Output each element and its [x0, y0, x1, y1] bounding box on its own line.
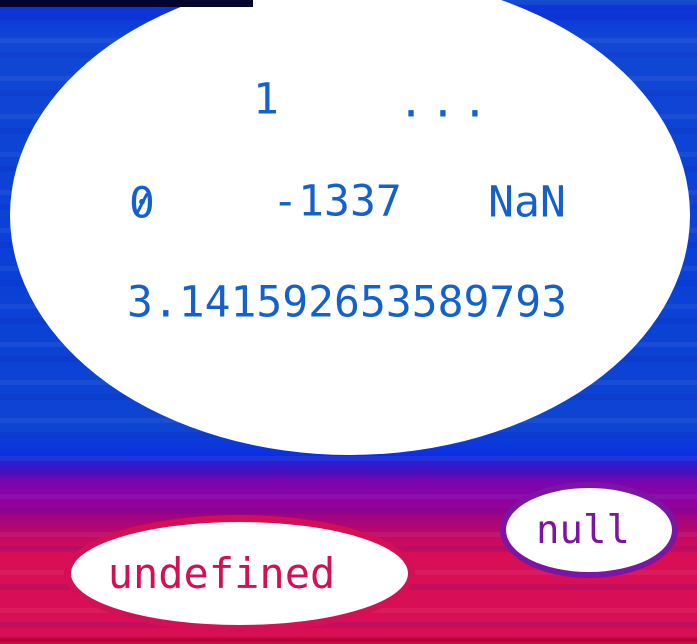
number-value-negative: -1337	[272, 176, 402, 227]
number-value-nan: NaN	[488, 177, 566, 228]
top-dark-strip	[0, 0, 253, 7]
number-value-ellipsis: ...	[398, 77, 494, 128]
null-label: null	[536, 507, 630, 553]
number-value-one: 1	[253, 74, 279, 125]
numbers-oval: 1 ... 0 -1337 NaN 3.141592653589793	[10, 0, 690, 455]
undefined-oval: undefined	[64, 515, 415, 632]
undefined-label: undefined	[107, 548, 336, 598]
number-value-zero: 0	[129, 178, 155, 229]
number-value-pi: 3.141592653589793	[126, 277, 568, 328]
null-oval: null	[500, 482, 678, 578]
